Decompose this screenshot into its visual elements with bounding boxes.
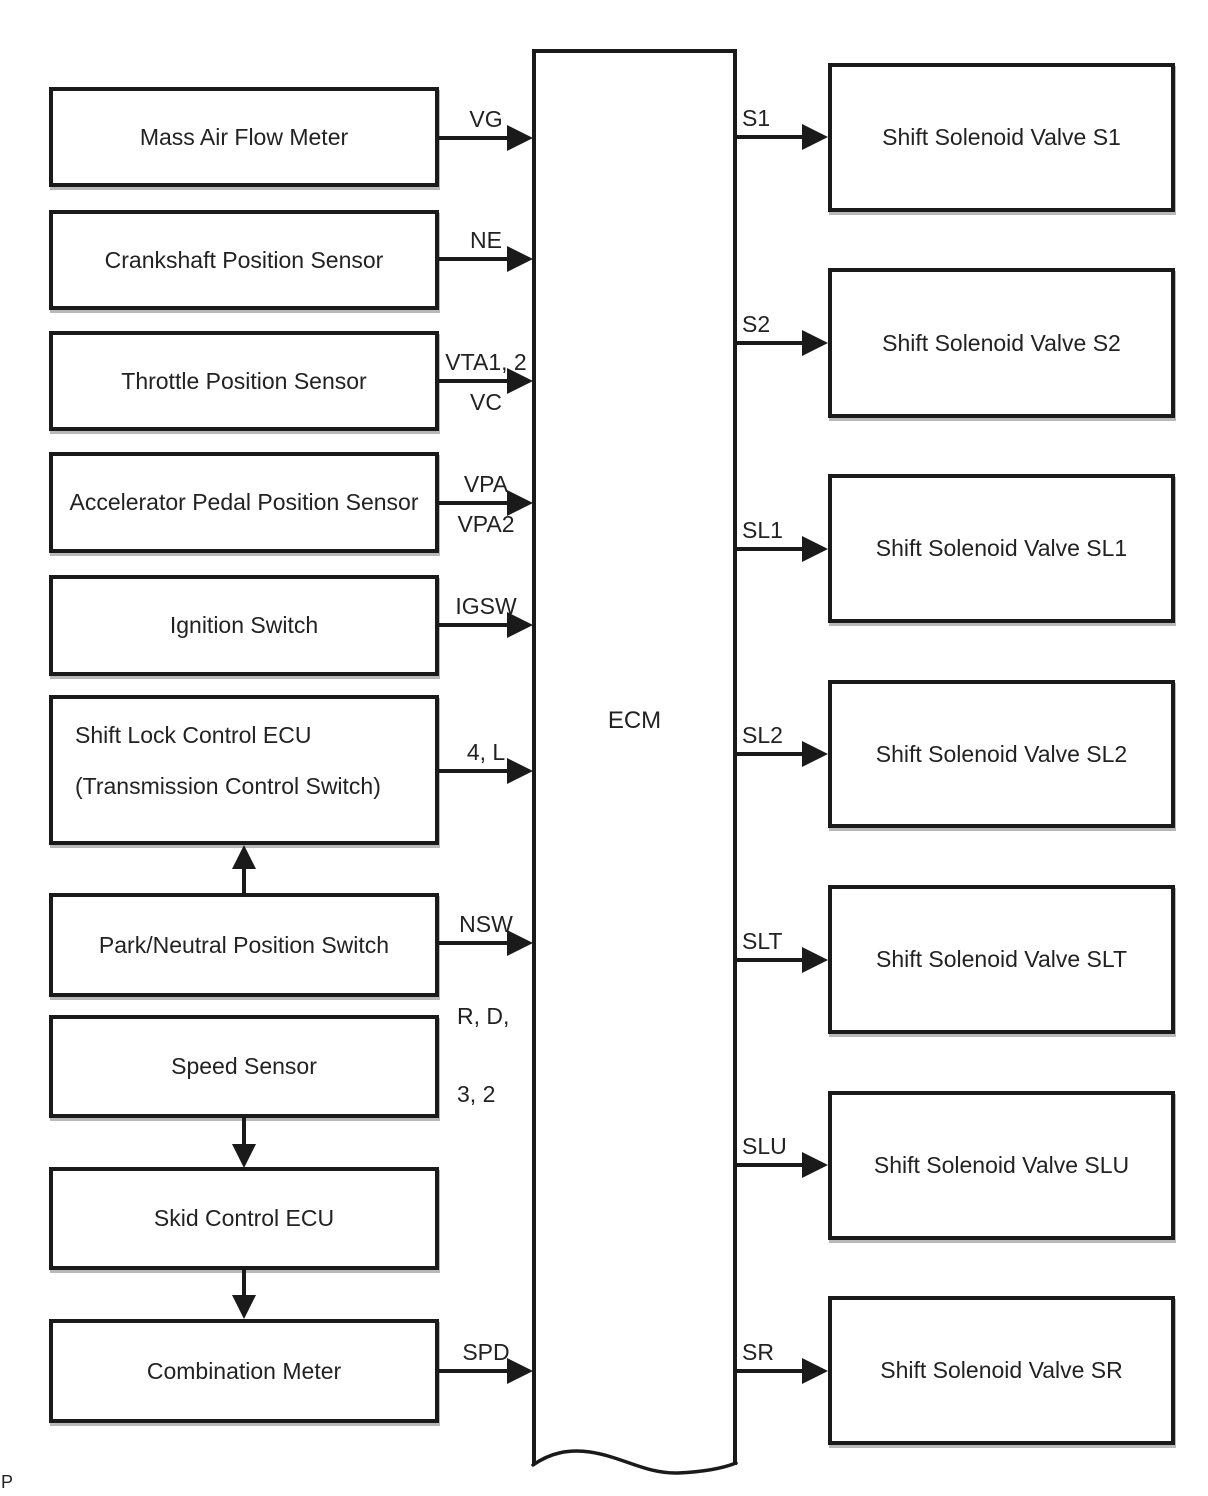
input-box-label: Crankshaft Position Sensor <box>104 246 384 273</box>
input-box-label: Throttle Position Sensor <box>121 367 367 394</box>
signal-label-vpa2: VPA2 <box>457 511 515 537</box>
signal-line-sl2 <box>737 752 804 756</box>
signal-label-vpa: VPA <box>463 471 509 497</box>
input-box-sublabel: (Transmission Control Switch) <box>75 773 381 799</box>
input-box-label: Park/Neutral Position Switch <box>98 931 390 958</box>
signal-label-slt: SLT <box>742 928 783 954</box>
signal-label-s2: S2 <box>742 311 771 337</box>
signal-line-vta <box>439 379 509 383</box>
output-box-sr: Shift Solenoid Valve SR <box>828 1296 1175 1445</box>
signal-label-rd: R, D, <box>457 1003 510 1029</box>
signal-line-slu <box>737 1163 804 1167</box>
arrowhead-down-icon <box>232 1295 256 1319</box>
arrowhead-right-icon <box>507 125 533 151</box>
ecm-label: ECM <box>607 707 662 734</box>
input-box-combination-meter: Combination Meter <box>49 1319 439 1423</box>
output-box-s1: Shift Solenoid Valve S1 <box>828 63 1175 212</box>
signal-line-sl1 <box>737 547 804 551</box>
signal-label-igsw: IGSW <box>455 593 517 619</box>
arrowhead-right-icon <box>802 330 828 356</box>
output-box-label: Shift Solenoid Valve SR <box>880 1357 1123 1383</box>
signal-label-32: 3, 2 <box>457 1081 496 1107</box>
signal-label-sr: SR <box>742 1339 774 1365</box>
input-box-label: Skid Control ECU <box>153 1205 335 1231</box>
output-box-slt: Shift Solenoid Valve SLT <box>828 885 1175 1034</box>
output-box-label: Shift Solenoid Valve SL1 <box>875 535 1128 561</box>
output-box-label: Shift Solenoid Valve S1 <box>882 124 1121 150</box>
arrowhead-right-icon <box>802 947 828 973</box>
arrowhead-right-icon <box>507 368 533 394</box>
signal-label-slu: SLU <box>742 1133 787 1159</box>
arrowhead-right-icon <box>802 741 828 767</box>
input-box-throttle-position-sensor: Throttle Position Sensor <box>49 331 439 431</box>
output-box-label: Shift Solenoid Valve SL2 <box>875 740 1128 767</box>
signal-label-vc: VC <box>470 389 502 415</box>
arrowhead-up-icon <box>232 845 256 869</box>
input-box-ignition-switch: Ignition Switch <box>49 575 439 676</box>
signal-line-slt <box>737 958 804 962</box>
ecm-box <box>532 49 737 1465</box>
signal-line-4l <box>439 769 509 773</box>
output-box-label: Shift Solenoid Valve SLT <box>875 946 1127 972</box>
input-box-accelerator-pedal-position-sensor: Accelerator Pedal Position Sensor <box>49 452 439 553</box>
arrowhead-right-icon <box>507 612 533 638</box>
signal-line-sr <box>737 1369 804 1373</box>
signal-line-vpa <box>439 501 509 505</box>
signal-label-ne: NE <box>470 227 502 253</box>
arrowhead-down-icon <box>232 1144 256 1168</box>
input-box-label: Accelerator Pedal Position Sensor <box>69 489 419 515</box>
arrowhead-right-icon <box>802 1152 828 1178</box>
signal-label-sl2: SL2 <box>742 722 783 748</box>
input-box-mass-air-flow-meter: Mass Air Flow Meter <box>49 87 439 187</box>
arrow-park-neutral-to-shift-lock <box>242 867 246 893</box>
signal-line-igsw <box>439 623 509 627</box>
signal-line-s1 <box>737 135 804 139</box>
signal-label-4l: 4, L <box>466 739 506 765</box>
input-box-park-neutral-position-switch: Park/Neutral Position Switch <box>49 893 439 997</box>
signal-label-vta: VTA1, 2 <box>445 349 527 375</box>
arrowhead-right-icon <box>507 490 533 516</box>
input-box-label: Shift Lock Control ECU <box>75 722 312 748</box>
signal-label-sl1: SL1 <box>742 517 783 543</box>
output-box-label: Shift Solenoid Valve SLU <box>873 1152 1130 1178</box>
signal-label-s1: S1 <box>742 105 771 131</box>
signal-line-nsw <box>439 941 509 945</box>
arrow-speed-sensor-to-skid-control <box>242 1118 246 1146</box>
arrow-skid-control-to-combination-meter <box>242 1270 246 1297</box>
arrowhead-right-icon <box>802 536 828 562</box>
output-box-label: Shift Solenoid Valve S2 <box>882 329 1121 356</box>
input-box-label: Speed Sensor <box>171 1053 317 1079</box>
input-box-label: Mass Air Flow Meter <box>139 123 349 150</box>
input-box-crankshaft-position-sensor: Crankshaft Position Sensor <box>49 210 439 310</box>
arrowhead-right-icon <box>802 1358 828 1384</box>
signal-label-vg: VG <box>469 106 503 132</box>
arrowhead-right-icon <box>802 124 828 150</box>
arrowhead-right-icon <box>507 246 533 272</box>
input-box-speed-sensor: Speed Sensor <box>49 1015 439 1118</box>
output-box-sl2: Shift Solenoid Valve SL2 <box>828 680 1175 828</box>
input-box-label: Ignition Switch <box>169 612 319 638</box>
signal-line-spd <box>439 1369 509 1373</box>
corner-text: P <box>1 1472 14 1492</box>
arrowhead-right-icon <box>507 1358 533 1384</box>
input-box-shift-lock-control-ecu: Shift Lock Control ECU (Transmission Con… <box>49 695 439 845</box>
signal-label-spd: SPD <box>462 1339 510 1365</box>
signal-label-nsw: NSW <box>459 911 513 937</box>
arrowhead-right-icon <box>507 758 533 784</box>
signal-line-s2 <box>737 341 804 345</box>
input-box-skid-control-ecu: Skid Control ECU <box>49 1167 439 1270</box>
output-box-slu: Shift Solenoid Valve SLU <box>828 1091 1175 1240</box>
ecm-torn-edge <box>531 1449 738 1475</box>
signal-label-rd32: R, D, 3, 2 <box>457 951 509 1159</box>
signal-line-vg <box>439 136 509 140</box>
input-box-label: Combination Meter <box>146 1357 342 1384</box>
output-box-sl1: Shift Solenoid Valve SL1 <box>828 474 1175 623</box>
output-box-s2: Shift Solenoid Valve S2 <box>828 268 1175 418</box>
signal-line-ne <box>439 257 509 261</box>
arrowhead-right-icon <box>507 930 533 956</box>
